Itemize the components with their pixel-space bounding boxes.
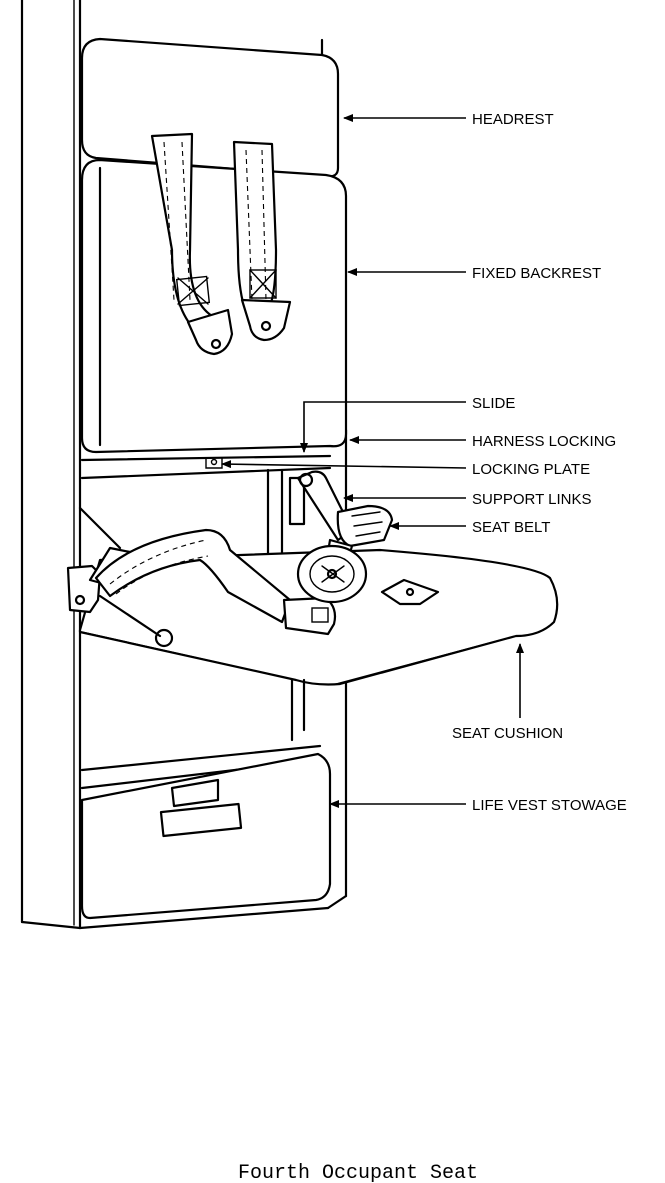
headrest-pad [80,37,340,178]
slide-rail [80,454,332,480]
life-vest-drawer [80,752,332,920]
label-locking-plate: LOCKING PLATE [472,461,590,478]
label-headrest: HEADREST [472,111,554,128]
label-support-links: SUPPORT LINKS [472,491,592,508]
label-fixed-backrest: FIXED BACKREST [472,265,601,282]
label-seat-cushion: SEAT CUSHION [452,725,563,742]
figure-caption: Fourth Occupant Seat [238,1162,478,1183]
rotary-buckle [296,544,368,604]
label-life-vest-stowage: LIFE VEST STOWAGE [472,797,627,814]
fixed-backrest-pad [80,158,348,454]
label-slide: SLIDE [472,395,515,412]
harness-straps [150,132,292,356]
label-seat-belt: SEAT BELT [472,519,550,536]
label-harness-locking: HARNESS LOCKING [472,433,616,450]
cushion-latch [380,578,440,606]
leader-arrows [221,114,524,808]
